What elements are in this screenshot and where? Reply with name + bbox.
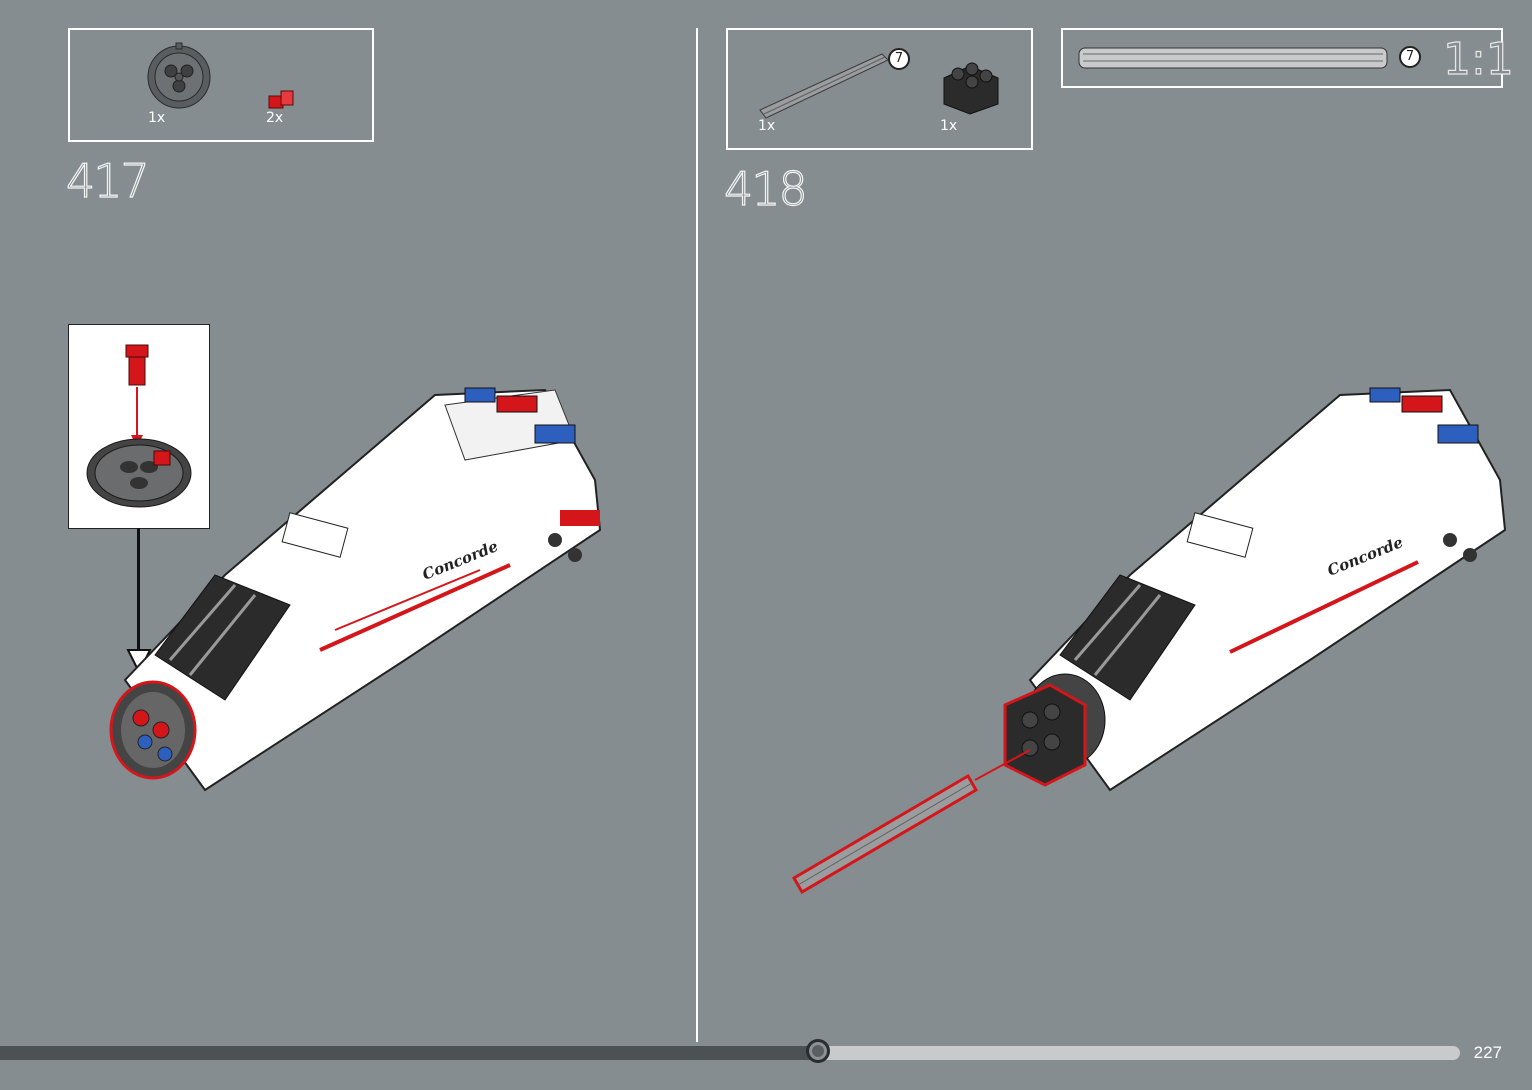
- part-qty-pin: 2x: [266, 110, 283, 126]
- step-number-418: 418: [724, 166, 806, 212]
- parts-callout-box-left: 1x 2x: [68, 28, 374, 142]
- axle-scale-icon: [1077, 44, 1391, 72]
- step-number-417: 417: [66, 158, 148, 204]
- black-brick-part-icon: [938, 60, 1004, 116]
- concorde-model-step-418: Concorde: [790, 380, 1510, 900]
- scale-label: 1:1: [1443, 38, 1514, 82]
- axle-scale-box: 7 1:1: [1061, 28, 1503, 88]
- part-qty-gear: 1x: [148, 110, 165, 126]
- page-divider: [696, 28, 698, 1042]
- progress-knob[interactable]: [806, 1039, 830, 1063]
- part-qty-axle: 1x: [758, 118, 775, 134]
- concorde-model-step-417: Concorde: [105, 380, 615, 800]
- progress-track-remaining: [820, 1046, 1460, 1060]
- axle-length-badge: 7: [888, 48, 910, 70]
- red-pin-part-icon: [266, 88, 298, 112]
- progress-track-completed: [0, 1046, 820, 1060]
- scale-length-badge: 7: [1399, 46, 1421, 68]
- page-number: 227: [1474, 1043, 1502, 1063]
- parts-callout-box-right: 7 1x 1x: [726, 28, 1033, 150]
- gear-part-icon: [146, 42, 212, 112]
- axle-part-icon: [758, 52, 892, 120]
- part-qty-black-brick: 1x: [940, 118, 957, 134]
